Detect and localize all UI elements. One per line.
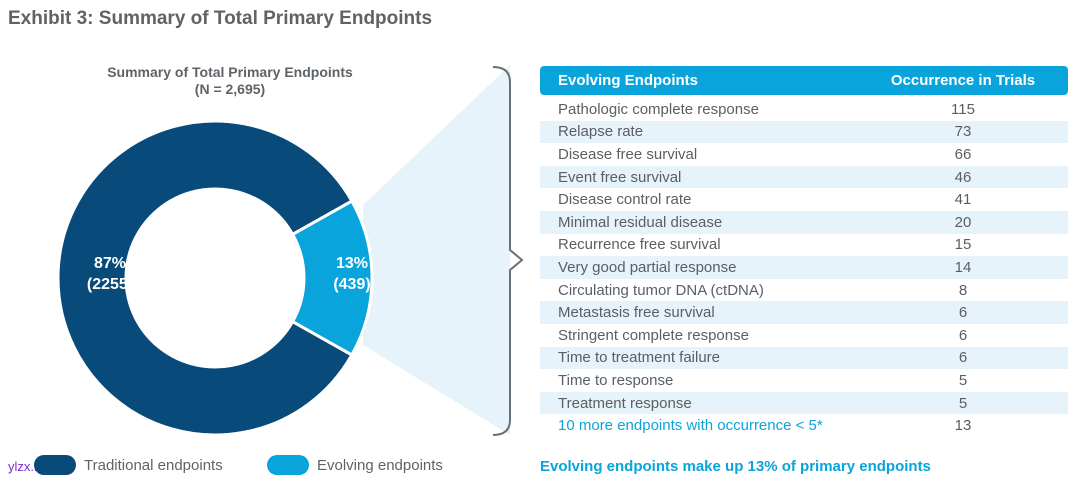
slice-label-traditional-count: (2255) [87, 276, 133, 293]
endpoint-name: Time to treatment failure [558, 349, 721, 367]
occurrence-count: 46 [954, 168, 972, 186]
slice-label-traditional-percent: 87% [94, 255, 126, 272]
donut-slice-traditional [56, 119, 354, 437]
occurrence-count: 73 [954, 123, 972, 141]
endpoint-name: Disease free survival [558, 145, 698, 163]
evolving-endpoints-table: Evolving Endpoints Occurrence in Trials … [540, 66, 1068, 437]
occurrence-count: 20 [954, 213, 972, 231]
table-row: 10 more endpoints with occurrence < 5* 13 [540, 414, 1068, 437]
table-row: Very good partial response 14 [540, 256, 1068, 279]
exhibit-title: Exhibit 3: Summary of Total Primary Endp… [8, 8, 433, 29]
endpoint-name: Very good partial response [558, 258, 737, 276]
occurrence-count: 6 [958, 304, 968, 322]
table-row: Event free survival 46 [540, 165, 1068, 189]
table-row: Stringent complete response 6 [540, 324, 1068, 347]
occurrence-count: 5 [958, 371, 968, 389]
legend-swatch-traditional [34, 455, 76, 475]
endpoint-name: Disease control rate [558, 191, 692, 209]
table-row: Disease control rate 41 [540, 188, 1068, 211]
chart-title: Summary of Total Primary Endpoints (N = … [60, 64, 400, 98]
chart-subtitle: (N = 2,695) [194, 81, 266, 97]
occurrence-count: 15 [954, 236, 972, 254]
table-row: Treatment response 5 [540, 391, 1068, 415]
table-row: Metastasis free survival 6 [540, 301, 1068, 324]
legend-item-traditional: Traditional endpoints [34, 455, 223, 475]
occurrence-count: 6 [958, 326, 968, 344]
slice-label-evolving-count: (439) [333, 276, 370, 293]
table-row: Time to response 5 [540, 369, 1068, 392]
donut-slice-evolving [290, 199, 374, 357]
donut-chart: 87% (2255) 13% (439) [56, 65, 524, 437]
table-row: Circulating tumor DNA (ctDNA) 8 [540, 279, 1068, 302]
table-row: Pathologic complete response 115 [540, 98, 1068, 121]
table-row: Disease free survival 66 [540, 143, 1068, 166]
table-header: Evolving Endpoints Occurrence in Trials [540, 66, 1068, 95]
donut-slices [56, 119, 374, 437]
header-evolving-endpoints: Evolving Endpoints [558, 72, 699, 89]
endpoint-name: Minimal residual disease [558, 213, 723, 231]
endpoint-name: Recurrence free survival [558, 236, 721, 254]
legend-item-evolving: Evolving endpoints [267, 455, 443, 475]
occurrence-count: 14 [954, 258, 972, 276]
slice-label-evolving-percent: 13% [336, 255, 368, 272]
table-row: Relapse rate 73 [540, 120, 1068, 144]
endpoint-name: Event free survival [558, 168, 682, 186]
legend-label-evolving: Evolving endpoints [317, 456, 443, 474]
legend-label-traditional: Traditional endpoints [84, 456, 223, 474]
connector-wedge [363, 65, 510, 435]
brace-icon [492, 66, 524, 436]
endpoint-name: 10 more endpoints with occurrence < 5* [558, 417, 823, 435]
table-row: Recurrence free survival 15 [540, 234, 1068, 257]
chart-title-main: Summary of Total Primary Endpoints [107, 64, 353, 80]
header-occurrence: Occurrence in Trials [890, 72, 1036, 89]
occurrence-count: 6 [958, 349, 968, 367]
endpoint-name: Time to response [558, 371, 674, 389]
endpoint-name: Relapse rate [558, 123, 644, 141]
occurrence-count: 8 [958, 281, 968, 299]
occurrence-count: 115 [951, 100, 975, 118]
table-row: Time to treatment failure 6 [540, 346, 1068, 370]
table-footer-note: Evolving endpoints make up 13% of primar… [540, 458, 931, 475]
legend-swatch-evolving [267, 455, 309, 475]
endpoint-name: Treatment response [558, 394, 692, 412]
occurrence-count: 66 [954, 145, 972, 163]
endpoint-name: Pathologic complete response [558, 100, 759, 118]
occurrence-count: 13 [954, 417, 972, 435]
endpoint-name: Stringent complete response [558, 326, 749, 344]
occurrence-count: 5 [958, 394, 968, 412]
endpoint-name: Circulating tumor DNA (ctDNA) [558, 281, 764, 299]
endpoint-name: Metastasis free survival [558, 304, 715, 322]
occurrence-count: 41 [954, 191, 972, 209]
table-row: Minimal residual disease 20 [540, 210, 1068, 234]
